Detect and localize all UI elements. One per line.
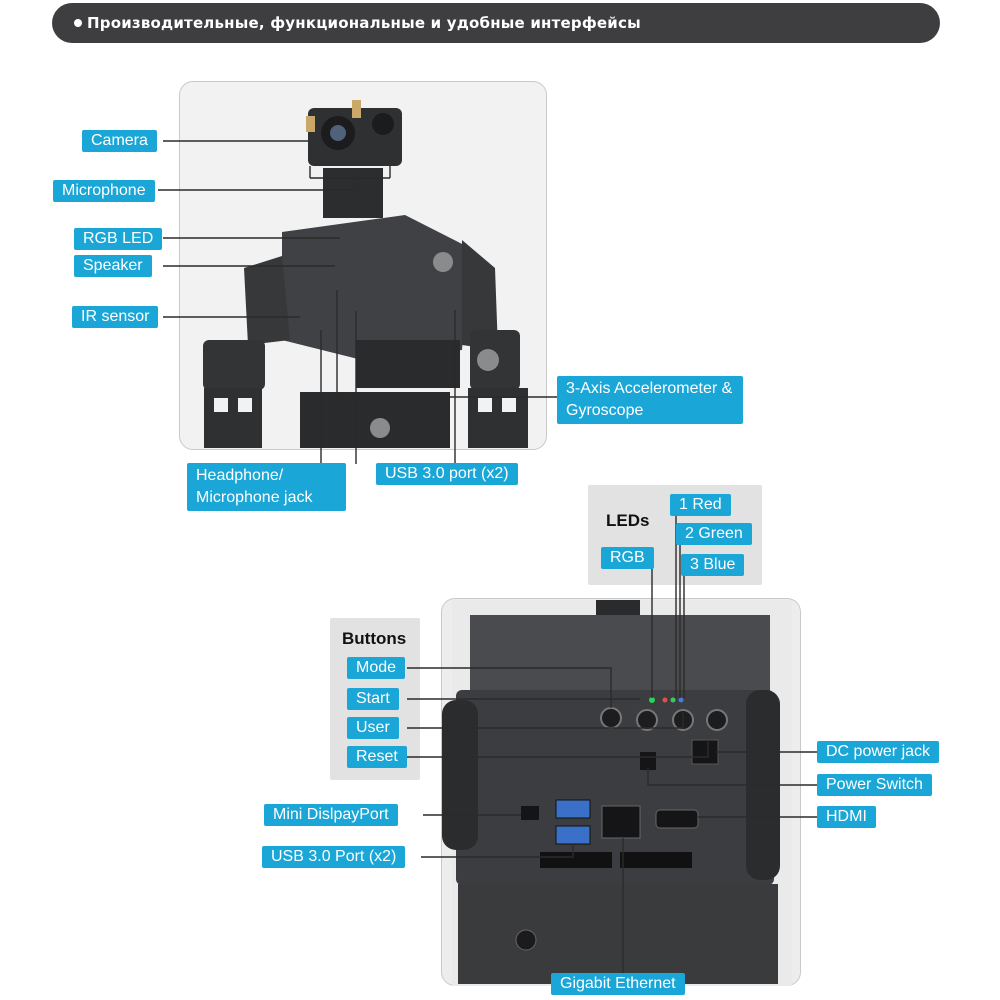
callout-gigabit-ethernet: Gigabit Ethernet (551, 973, 685, 995)
callout-accelerometer-gyroscope: 3-Axis Accelerometer & Gyroscope (557, 376, 743, 424)
callout-reset-button: Reset (347, 746, 407, 768)
hdmi-port-icon (655, 809, 699, 829)
section-title: Производительные, функциональные и удобн… (87, 14, 641, 32)
bullet-icon (74, 19, 82, 27)
reset-button-icon (706, 709, 728, 731)
robot-right-shoulder (462, 240, 498, 350)
callout-microphone: Microphone (53, 180, 155, 202)
usb-port-icon (555, 799, 591, 819)
buttons-title: Buttons (342, 629, 407, 648)
robot-figure (203, 100, 528, 448)
callout-led-green: 2 Green (676, 523, 752, 545)
callout-dc-power-jack: DC power jack (817, 741, 940, 763)
callout-speaker: Speaker (74, 255, 152, 277)
callout-led-rgb: RGB (601, 547, 654, 569)
leader-lines (158, 140, 817, 974)
callout-led-blue: 3 Blue (681, 554, 745, 576)
mode-button-icon (600, 707, 622, 729)
back-panel-figure (442, 600, 792, 986)
callout-mini-displayport: Mini DislpayPort (264, 804, 398, 826)
callout-user-button: User (347, 717, 399, 739)
callout-headphone-jack: Headphone/ Microphone jack (187, 463, 346, 511)
callout-mode-button: Mode (347, 657, 406, 679)
callout-ir-sensor: IR sensor (72, 306, 159, 328)
callout-usb-port-bottom: USB 3.0 Port (x2) (262, 846, 406, 868)
dc-jack-icon (691, 739, 719, 765)
robot-left-arm (203, 340, 265, 390)
led-rgb-icon (649, 697, 655, 703)
robot-left-shoulder (244, 256, 290, 345)
callout-rgb-led: RGB LED (74, 228, 163, 250)
leds-title: LEDs (606, 511, 650, 530)
robot-torso (282, 215, 470, 360)
callout-camera: Camera (82, 130, 157, 152)
mini-displayport-icon (521, 806, 539, 820)
ethernet-port-icon (601, 805, 641, 839)
power-switch-icon (640, 752, 656, 770)
callout-power-switch: Power Switch (817, 774, 932, 796)
callout-start-button: Start (347, 688, 399, 710)
back-panel-body (456, 690, 774, 885)
start-button-icon (636, 709, 658, 731)
callout-led-red: 1 Red (670, 494, 731, 516)
robot-neck (323, 168, 383, 218)
callout-hdmi: HDMI (817, 806, 876, 828)
callout-usb-port-top: USB 3.0 port (x2) (376, 463, 518, 485)
section-header: Производительные, функциональные и удобн… (52, 3, 940, 43)
usb-port-icon (555, 825, 591, 845)
